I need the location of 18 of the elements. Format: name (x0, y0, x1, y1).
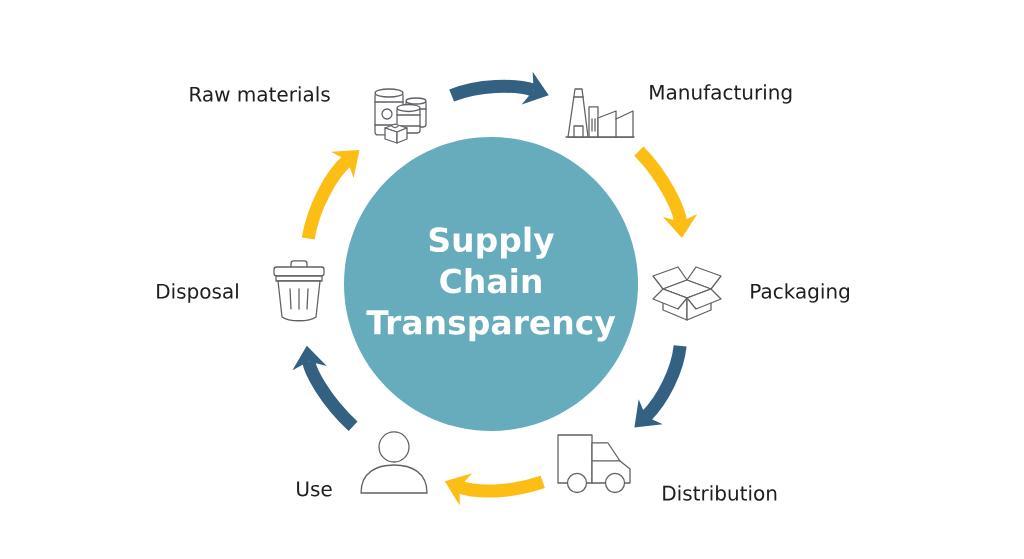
curved-arrow (444, 473, 545, 506)
trash-can-icon (273, 260, 325, 322)
person-icon (360, 431, 428, 494)
jars-icon (374, 88, 427, 144)
curved-arrow (634, 146, 698, 238)
factory-icon (565, 88, 635, 138)
stage-label: Manufacturing (650, 84, 792, 104)
stage-label: Distribution (663, 485, 777, 501)
open-box-icon (652, 266, 722, 321)
curved-arrow (292, 345, 358, 431)
stage-label: Disposal (157, 283, 238, 303)
curved-arrow (301, 150, 360, 240)
curved-arrow (634, 344, 687, 428)
stage-label: Raw materials (190, 86, 330, 102)
stage-label: Use (297, 481, 332, 497)
curved-arrow (449, 71, 549, 105)
stage-label: Packaging (751, 283, 849, 303)
truck-icon (557, 434, 631, 494)
